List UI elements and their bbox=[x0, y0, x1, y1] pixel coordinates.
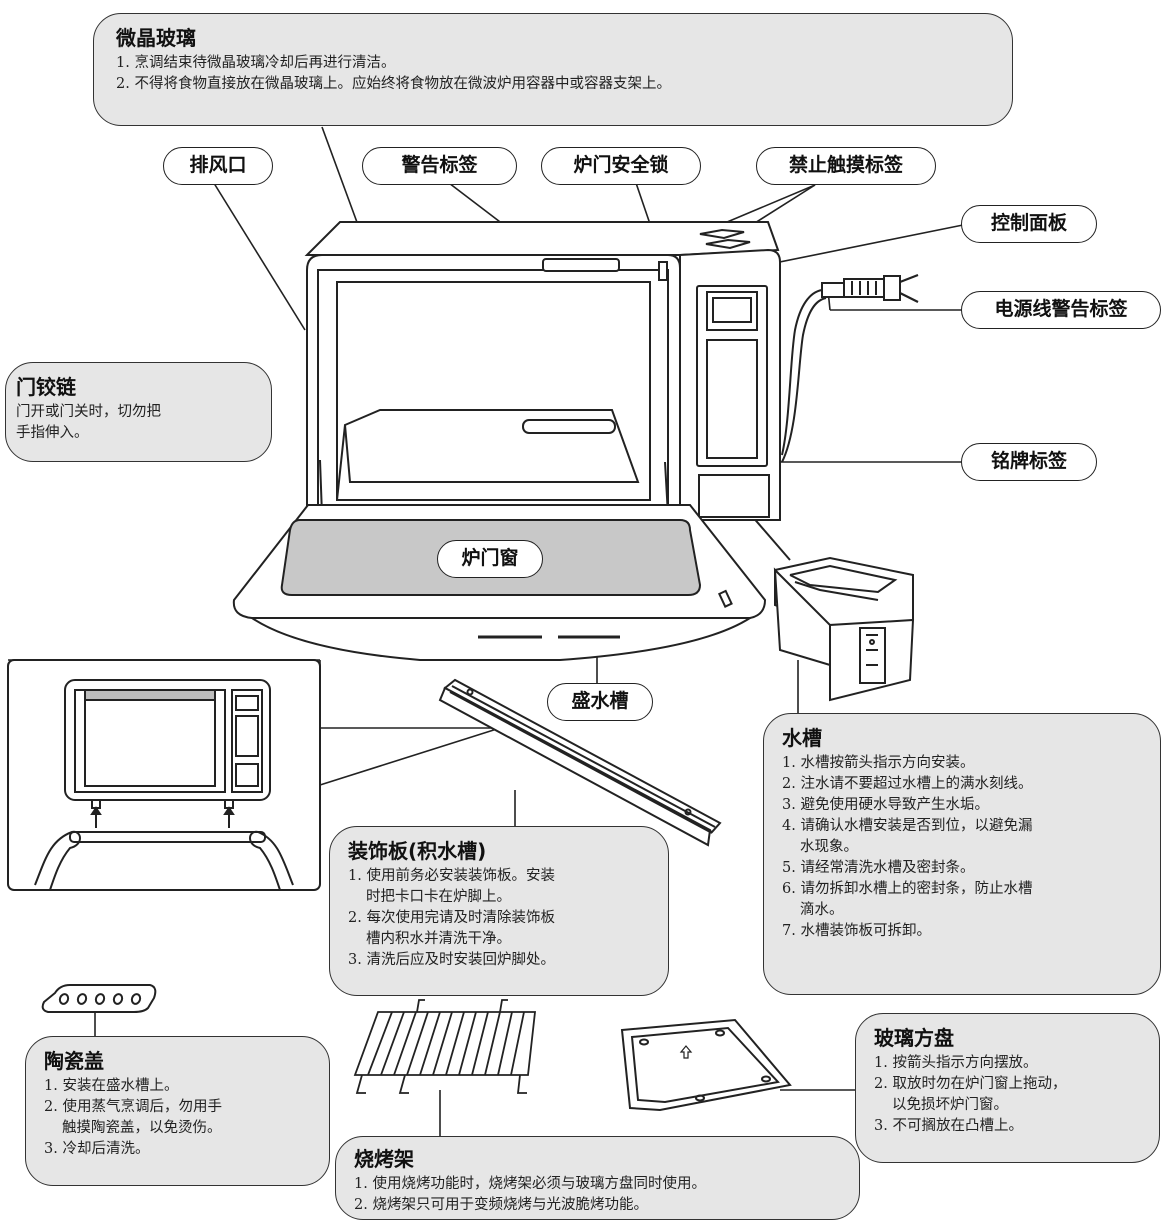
trim-plate bbox=[438, 678, 722, 847]
microwave-oven bbox=[232, 221, 781, 661]
label-water-box: 盛水槽 bbox=[547, 683, 653, 721]
callout-tank-line-1: 1. 水槽按箭头指示方向安装。 bbox=[782, 755, 975, 771]
callout-tank-line-7: 6. 请勿拆卸水槽上的密封条，防止水槽 bbox=[782, 881, 1033, 897]
callout-tank-line-8: 滴水。 bbox=[800, 902, 844, 918]
callout-tray-line-2: 2. 取放时勿在炉门窗上拖动， bbox=[874, 1076, 1067, 1092]
label-cord-warning: 电源线警告标签 bbox=[961, 291, 1161, 329]
callout-tray-title: 玻璃方盘 bbox=[874, 1026, 954, 1050]
label-door-lock: 炉门安全锁 bbox=[541, 147, 701, 185]
callout-tank-line-5: 水现象。 bbox=[800, 839, 858, 855]
label-vent: 排风口 bbox=[163, 147, 273, 185]
callout-ceramic-line-2: 2. 使用蒸气烹调后，勿用手 bbox=[44, 1099, 222, 1115]
callout-glass-title: 微晶玻璃 bbox=[116, 26, 196, 50]
callout-tank: 水槽 1. 水槽按箭头指示方向安装。 2. 注水请不要超过水槽上的满水刻线。 3… bbox=[763, 713, 1161, 995]
callout-ceramic-line-1: 1. 安装在盛水槽上。 bbox=[44, 1078, 179, 1094]
callout-rack: 烧烤架 1. 使用烧烤功能时，烧烤架必须与玻璃方盘同时使用。 2. 烧烤架只可用… bbox=[335, 1136, 860, 1220]
callout-trim-title: 装饰板(积水槽) bbox=[348, 839, 487, 863]
callout-trim-line-2: 时把卡口卡在炉脚上。 bbox=[366, 889, 511, 905]
glass-tray bbox=[620, 1018, 792, 1112]
label-nameplate: 铭牌标签 bbox=[961, 443, 1097, 481]
grill-rack bbox=[353, 999, 537, 1094]
callout-rack-title: 烧烤架 bbox=[354, 1147, 414, 1171]
callout-trim-line-3: 2. 每次使用完请及时清除装饰板 bbox=[348, 910, 555, 926]
power-plug-icon bbox=[781, 273, 919, 463]
callout-tank-title: 水槽 bbox=[782, 726, 822, 750]
callout-glass-line-1: 1. 烹调结束待微晶玻璃冷却后再进行清洁。 bbox=[116, 55, 396, 71]
label-control-panel: 控制面板 bbox=[961, 205, 1097, 243]
callout-trim-line-1: 1. 使用前务必安装装饰板。安装 bbox=[348, 868, 555, 884]
label-no-touch: 禁止触摸标签 bbox=[756, 147, 936, 185]
callout-tank-line-2: 2. 注水请不要超过水槽上的满水刻线。 bbox=[782, 776, 1033, 792]
label-door-window: 炉门窗 bbox=[437, 540, 543, 578]
callout-tray-line-3: 以免损坏炉门窗。 bbox=[892, 1097, 1008, 1113]
callout-hinge-line-2: 手指伸入。 bbox=[16, 425, 89, 441]
callout-tray-line-4: 3. 不可搁放在凸槽上。 bbox=[874, 1118, 1023, 1134]
callout-tray: 玻璃方盘 1. 按箭头指示方向摆放。 2. 取放时勿在炉门窗上拖动， 以免损坏炉… bbox=[855, 1013, 1160, 1163]
callout-tank-line-6: 5. 请经常清洗水槽及密封条。 bbox=[782, 860, 975, 876]
callout-trim: 装饰板(积水槽) 1. 使用前务必安装装饰板。安装 时把卡口卡在炉脚上。 2. … bbox=[329, 826, 669, 996]
callout-ceramic: 陶瓷盖 1. 安装在盛水槽上。 2. 使用蒸气烹调后，勿用手 触摸陶瓷盖，以免烫… bbox=[25, 1036, 330, 1186]
inset-illustration bbox=[7, 659, 321, 891]
callout-ceramic-title: 陶瓷盖 bbox=[44, 1049, 104, 1073]
water-tank bbox=[773, 556, 915, 702]
ceramic-cover bbox=[41, 984, 157, 1013]
callout-hinge-title: 门铰链 bbox=[16, 375, 76, 399]
label-warning: 警告标签 bbox=[362, 147, 517, 185]
callout-tank-line-4: 4. 请确认水槽安装是否到位，以避免漏 bbox=[782, 818, 1033, 834]
callout-trim-line-4: 槽内积水并清洗干净。 bbox=[366, 931, 511, 947]
callout-tank-line-3: 3. 避免使用硬水导致产生水垢。 bbox=[782, 797, 989, 813]
callout-hinge: 门铰链 门开或门关时，切勿把 手指伸入。 bbox=[5, 362, 272, 462]
callout-tank-line-9: 7. 水槽装饰板可拆卸。 bbox=[782, 923, 931, 939]
callout-hinge-line-1: 门开或门关时，切勿把 bbox=[16, 404, 161, 420]
callout-trim-line-5: 3. 清洗后应及时安装回炉脚处。 bbox=[348, 952, 555, 968]
callout-ceramic-line-4: 3. 冷却后清洗。 bbox=[44, 1141, 150, 1157]
callout-rack-line-2: 2. 烧烤架只可用于变频烧烤与光波脆烤功能。 bbox=[354, 1197, 648, 1213]
callout-tray-line-1: 1. 按箭头指示方向摆放。 bbox=[874, 1055, 1038, 1071]
callout-ceramic-line-3: 触摸陶瓷盖，以免烫伤。 bbox=[62, 1120, 222, 1136]
callout-glass: 微晶玻璃 1. 烹调结束待微晶玻璃冷却后再进行清洁。 2. 不得将食物直接放在微… bbox=[93, 13, 1013, 126]
callout-glass-line-2: 2. 不得将食物直接放在微晶玻璃上。应始终将食物放在微波炉用容器中或容器支架上。 bbox=[116, 76, 671, 92]
callout-rack-line-1: 1. 使用烧烤功能时，烧烤架必须与玻璃方盘同时使用。 bbox=[354, 1176, 706, 1192]
